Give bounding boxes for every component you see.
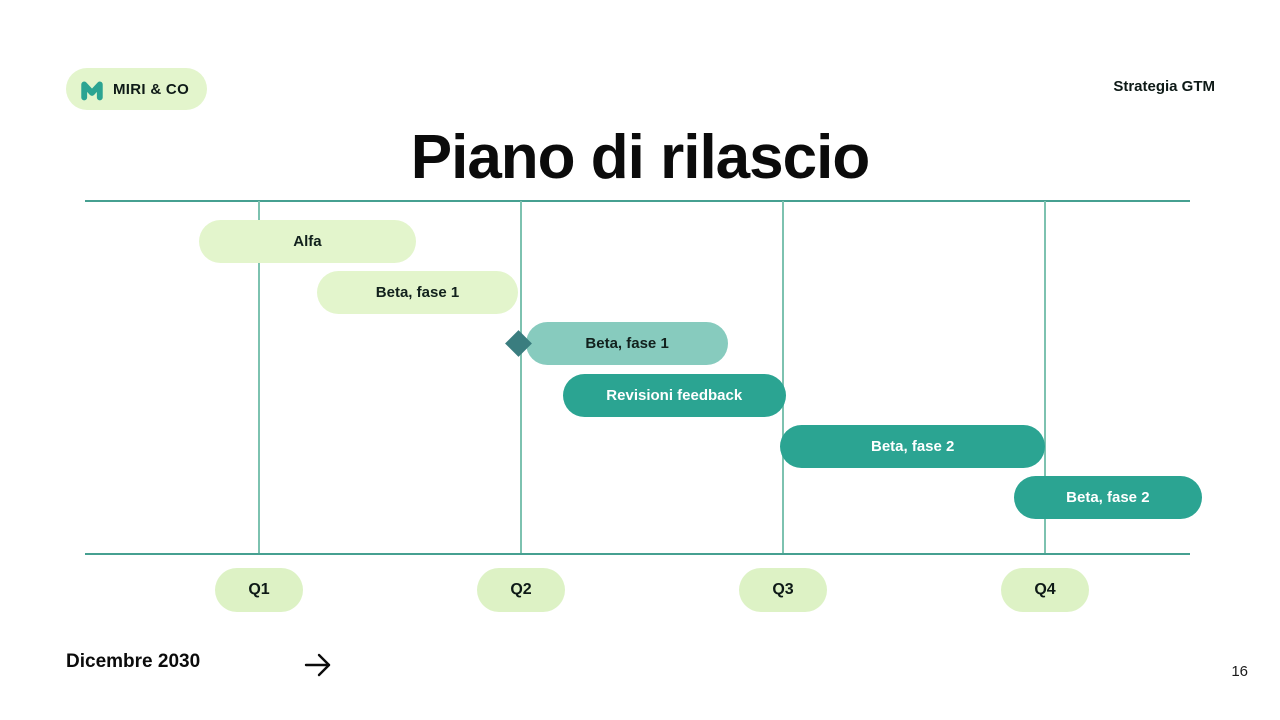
task-bar: Beta, fase 1 <box>316 271 519 315</box>
task-bar: Beta, fase 1 <box>526 322 728 366</box>
m-monogram-icon <box>79 76 105 102</box>
task-bar: Beta, fase 2 <box>1013 476 1203 519</box>
company-logo: MIRI & CO <box>66 68 208 110</box>
task-bar: Beta, fase 2 <box>780 424 1045 468</box>
footer-date: Dicembre 2030 <box>66 651 201 672</box>
header-tag: Strategia GTM <box>1113 78 1215 95</box>
page-number: 16 <box>1231 663 1248 680</box>
axis-label-q2: Q2 <box>477 568 565 612</box>
gridline-q4 <box>1044 201 1046 553</box>
chart-bottom-border <box>85 553 1190 555</box>
task-bar: Alfa <box>198 220 417 263</box>
axis-label-q3: Q3 <box>739 568 827 612</box>
arrow-right-icon <box>303 650 333 680</box>
gridline-q2 <box>520 201 522 553</box>
logo-text: MIRI & CO <box>113 80 190 98</box>
axis-label-q1: Q1 <box>215 568 303 612</box>
page-title: Piano di rilascio <box>410 123 870 192</box>
task-bar: Revisioni feedback <box>562 373 786 417</box>
chart-top-border <box>85 200 1190 202</box>
gridline-q3 <box>782 201 784 553</box>
gridline-q1 <box>258 201 260 553</box>
axis-label-q4: Q4 <box>1001 568 1089 612</box>
